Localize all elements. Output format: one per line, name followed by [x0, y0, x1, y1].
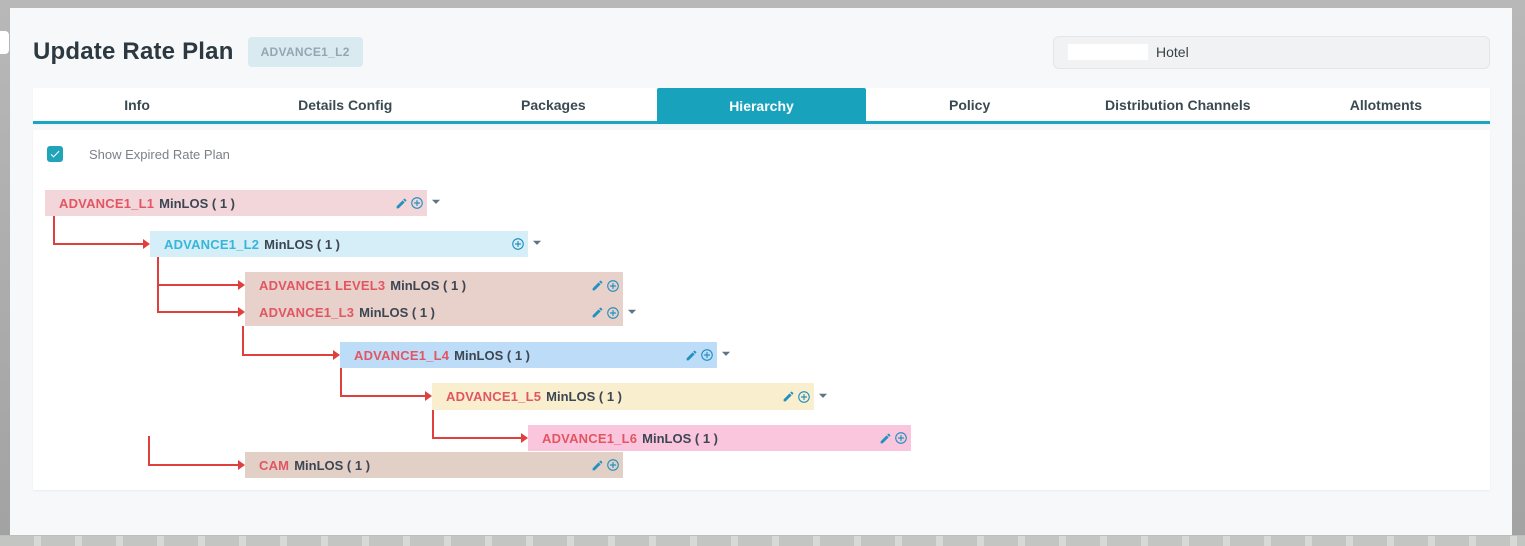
- rate-plan-node: ADVANCE1_L3 MinLOS ( 1 ): [245, 299, 637, 326]
- rate-plan-name: CAM: [259, 457, 290, 473]
- show-expired-row: Show Expired Rate Plan: [47, 146, 230, 162]
- tree-connector-vertical: [53, 216, 55, 245]
- tree-connector-vertical: [432, 410, 434, 439]
- checkmark-icon: [50, 150, 60, 158]
- node-actions: [879, 431, 908, 445]
- node-actions: [591, 306, 620, 320]
- show-expired-label: Show Expired Rate Plan: [89, 146, 230, 162]
- hotel-selector[interactable]: Hotel: [1053, 35, 1490, 69]
- expand-toggle[interactable]: [719, 347, 733, 364]
- rate-plan-minlos: MinLOS ( 1 ): [359, 305, 435, 320]
- rate-plan-minlos: MinLOS ( 1 ): [390, 278, 467, 293]
- tree-connector-vertical: [340, 368, 342, 397]
- left-edge-notch: [0, 31, 9, 54]
- rate-plan-node: ADVANCE1_L5 MinLOS ( 1 ): [432, 383, 828, 410]
- tree-connector-arrowhead: [238, 460, 245, 470]
- rate-plan-minlos: MinLOS ( 1 ): [642, 430, 718, 446]
- edit-icon[interactable]: [685, 349, 698, 362]
- node-actions: [395, 196, 424, 210]
- expand-toggle[interactable]: [429, 195, 443, 212]
- tree-connector-vertical: [242, 326, 244, 356]
- tree-connector-horizontal: [157, 284, 238, 286]
- rate-plan-minlos: MinLOS ( 1 ): [294, 457, 371, 473]
- edit-icon[interactable]: [782, 390, 795, 403]
- expand-toggle[interactable]: [530, 236, 544, 253]
- expand-arrow-icon[interactable]: [429, 195, 443, 209]
- add-child-icon[interactable]: [511, 237, 525, 251]
- add-child-icon[interactable]: [797, 390, 811, 404]
- rate-plan-name: ADVANCE1_L4: [354, 347, 450, 363]
- tab-hierarchy[interactable]: Hierarchy: [657, 88, 866, 124]
- edit-icon[interactable]: [395, 197, 408, 210]
- tree-connector-horizontal: [340, 395, 425, 397]
- add-child-icon[interactable]: [700, 348, 714, 362]
- tree-connector-arrowhead: [521, 433, 528, 443]
- node-actions: [782, 390, 811, 404]
- expand-toggle[interactable]: [625, 304, 639, 321]
- hotel-label: Hotel: [1156, 44, 1189, 60]
- edit-icon[interactable]: [591, 306, 604, 319]
- rate-plan-node: ADVANCE1 LEVEL3 MinLOS ( 1 ): [245, 272, 623, 299]
- tab-details-config[interactable]: Details Config: [298, 96, 393, 113]
- page-header: Update Rate Plan ADVANCE1_L2 Hotel: [33, 28, 1490, 76]
- tree-connector-arrowhead: [238, 280, 245, 290]
- tab-bar: Info Details Config Packages Hierarchy P…: [33, 88, 1490, 124]
- add-child-icon[interactable]: [606, 279, 620, 293]
- show-expired-checkbox[interactable]: [47, 146, 63, 162]
- tab-packages[interactable]: Packages: [521, 96, 586, 113]
- hotel-code-redacted: [1068, 44, 1148, 60]
- rate-plan-minlos: MinLOS ( 1 ): [454, 347, 530, 363]
- expand-arrow-icon[interactable]: [719, 347, 733, 361]
- tree-connector-horizontal: [157, 311, 238, 313]
- expand-arrow-icon[interactable]: [625, 304, 639, 318]
- tree-connector-vertical: [148, 436, 150, 466]
- tab-distribution-channels[interactable]: Distribution Channels: [1105, 96, 1251, 113]
- tab-info[interactable]: Info: [124, 96, 150, 113]
- tree-connector-horizontal: [53, 243, 143, 245]
- tab-policy[interactable]: Policy: [949, 96, 991, 113]
- tab-allotments[interactable]: Allotments: [1349, 96, 1423, 113]
- node-actions: [591, 458, 620, 472]
- rate-plan-code-badge: ADVANCE1_L2: [247, 37, 363, 67]
- app-screen: Update Rate Plan ADVANCE1_L2 Hotel Info …: [10, 8, 1512, 536]
- rate-plan-minlos: MinLOS ( 1 ): [264, 236, 340, 252]
- bottom-edge-strip: [0, 535, 1525, 546]
- rate-plan-name: ADVANCE1 LEVEL3: [259, 278, 386, 293]
- expand-arrow-icon[interactable]: [816, 388, 830, 402]
- add-child-icon[interactable]: [606, 458, 620, 472]
- expand-toggle[interactable]: [816, 388, 830, 405]
- edit-icon[interactable]: [879, 432, 892, 445]
- add-child-icon[interactable]: [894, 431, 908, 445]
- page-title: Update Rate Plan: [33, 38, 234, 65]
- tree-connector-arrowhead: [143, 239, 150, 249]
- add-child-icon[interactable]: [410, 196, 424, 210]
- rate-plan-name: ADVANCE1_L6: [542, 430, 638, 446]
- node-actions: [591, 279, 620, 293]
- rate-plan-name: ADVANCE1_L2: [164, 236, 260, 252]
- node-actions: [685, 348, 714, 362]
- expand-arrow-icon[interactable]: [530, 236, 544, 250]
- tree-connector-horizontal: [432, 437, 521, 439]
- tree-connector-arrowhead: [238, 307, 245, 317]
- edit-icon[interactable]: [591, 459, 604, 472]
- tree-connector-horizontal: [242, 354, 333, 356]
- edit-icon[interactable]: [591, 279, 604, 292]
- tree-connector-arrowhead: [333, 350, 340, 360]
- rate-plan-minlos: MinLOS ( 1 ): [159, 195, 235, 211]
- add-child-icon[interactable]: [606, 306, 620, 320]
- rate-plan-name: ADVANCE1_L1: [59, 195, 155, 211]
- rate-plan-minlos: MinLOS ( 1 ): [546, 389, 622, 404]
- tree-connector-arrowhead: [425, 391, 432, 401]
- rate-plan-name: ADVANCE1_L5: [446, 389, 542, 404]
- node-actions: [511, 237, 525, 251]
- rate-plan-name: ADVANCE1_L3: [259, 305, 355, 320]
- tree-connector-horizontal: [148, 464, 238, 466]
